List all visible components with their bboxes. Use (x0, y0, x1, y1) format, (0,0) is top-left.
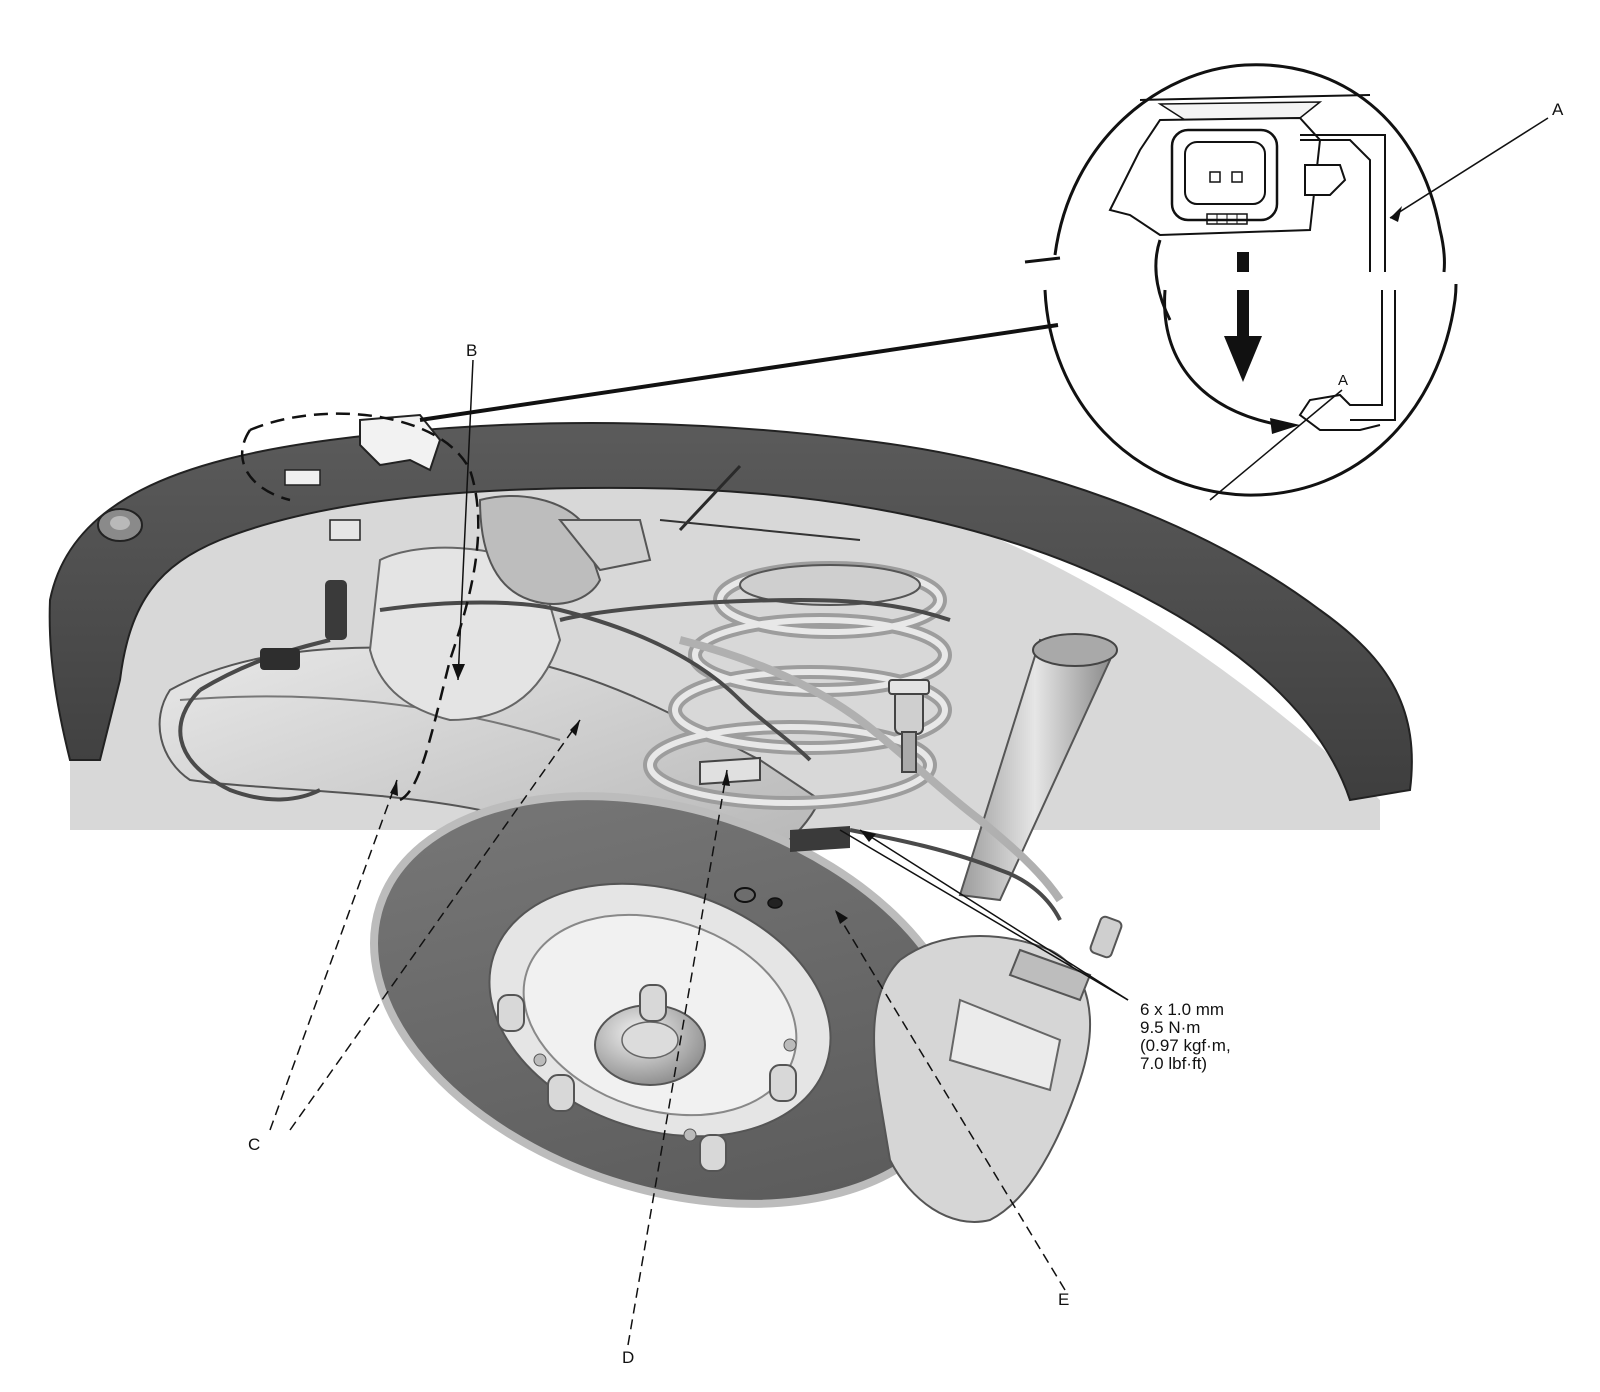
callout-a-detail: A (1552, 100, 1564, 119)
callout-c: C (248, 1135, 261, 1154)
callout-d: D (622, 1348, 635, 1367)
detail-leader (419, 323, 1059, 422)
fender-seam (678, 464, 742, 532)
callout-leaders (269, 117, 1549, 1346)
hub-bore (621, 1021, 679, 1059)
upper-mount (557, 519, 652, 572)
torque-kgfm: (0.97 kgf·m, (1140, 1036, 1231, 1055)
sensor-connector (325, 580, 347, 640)
detail-view (1024, 63, 1458, 497)
callout-arrowheads (390, 206, 1402, 924)
fender-seam (659, 519, 861, 541)
callout-a-inner: A (1338, 372, 1349, 389)
backing-plate-hole (734, 887, 756, 903)
fender-clip (329, 519, 361, 541)
callout-e: E (1058, 1290, 1070, 1309)
fender-clip (284, 469, 321, 486)
hub-hole (683, 1128, 697, 1142)
fender-grommet-core (110, 516, 130, 530)
shock-top (1032, 633, 1118, 667)
highlight-outline (240, 412, 480, 802)
caliper-bracket (948, 998, 1062, 1092)
spring-seat (739, 564, 921, 606)
hose-bracket (699, 756, 761, 786)
torque-nm: 9.5 N·m (1140, 1018, 1201, 1037)
sensor-grommet (790, 826, 850, 852)
backing-plate-hole (767, 897, 783, 909)
hub-hole (783, 1038, 797, 1052)
wheel-studs (497, 984, 797, 1172)
callout-b: B (466, 341, 478, 360)
sensor-harness-clip (260, 648, 300, 670)
hub-hole (533, 1053, 547, 1067)
wheel-speed-sensor (888, 679, 930, 773)
trailing-arm-edge (179, 695, 561, 741)
caliper-bleeder (1089, 915, 1123, 959)
caliper-piston (1008, 948, 1092, 1002)
fender-arch (48, 422, 1413, 802)
arrow-down-icon (1224, 336, 1262, 382)
torque-lbfft: 7.0 lbf·ft) (1140, 1054, 1208, 1073)
bolt-size: 6 x 1.0 mm (1140, 1000, 1225, 1019)
torque-spec: 6 x 1.0 mm 9.5 N·m (0.97 kgf·m, 7.0 lbf·… (1140, 1001, 1231, 1073)
